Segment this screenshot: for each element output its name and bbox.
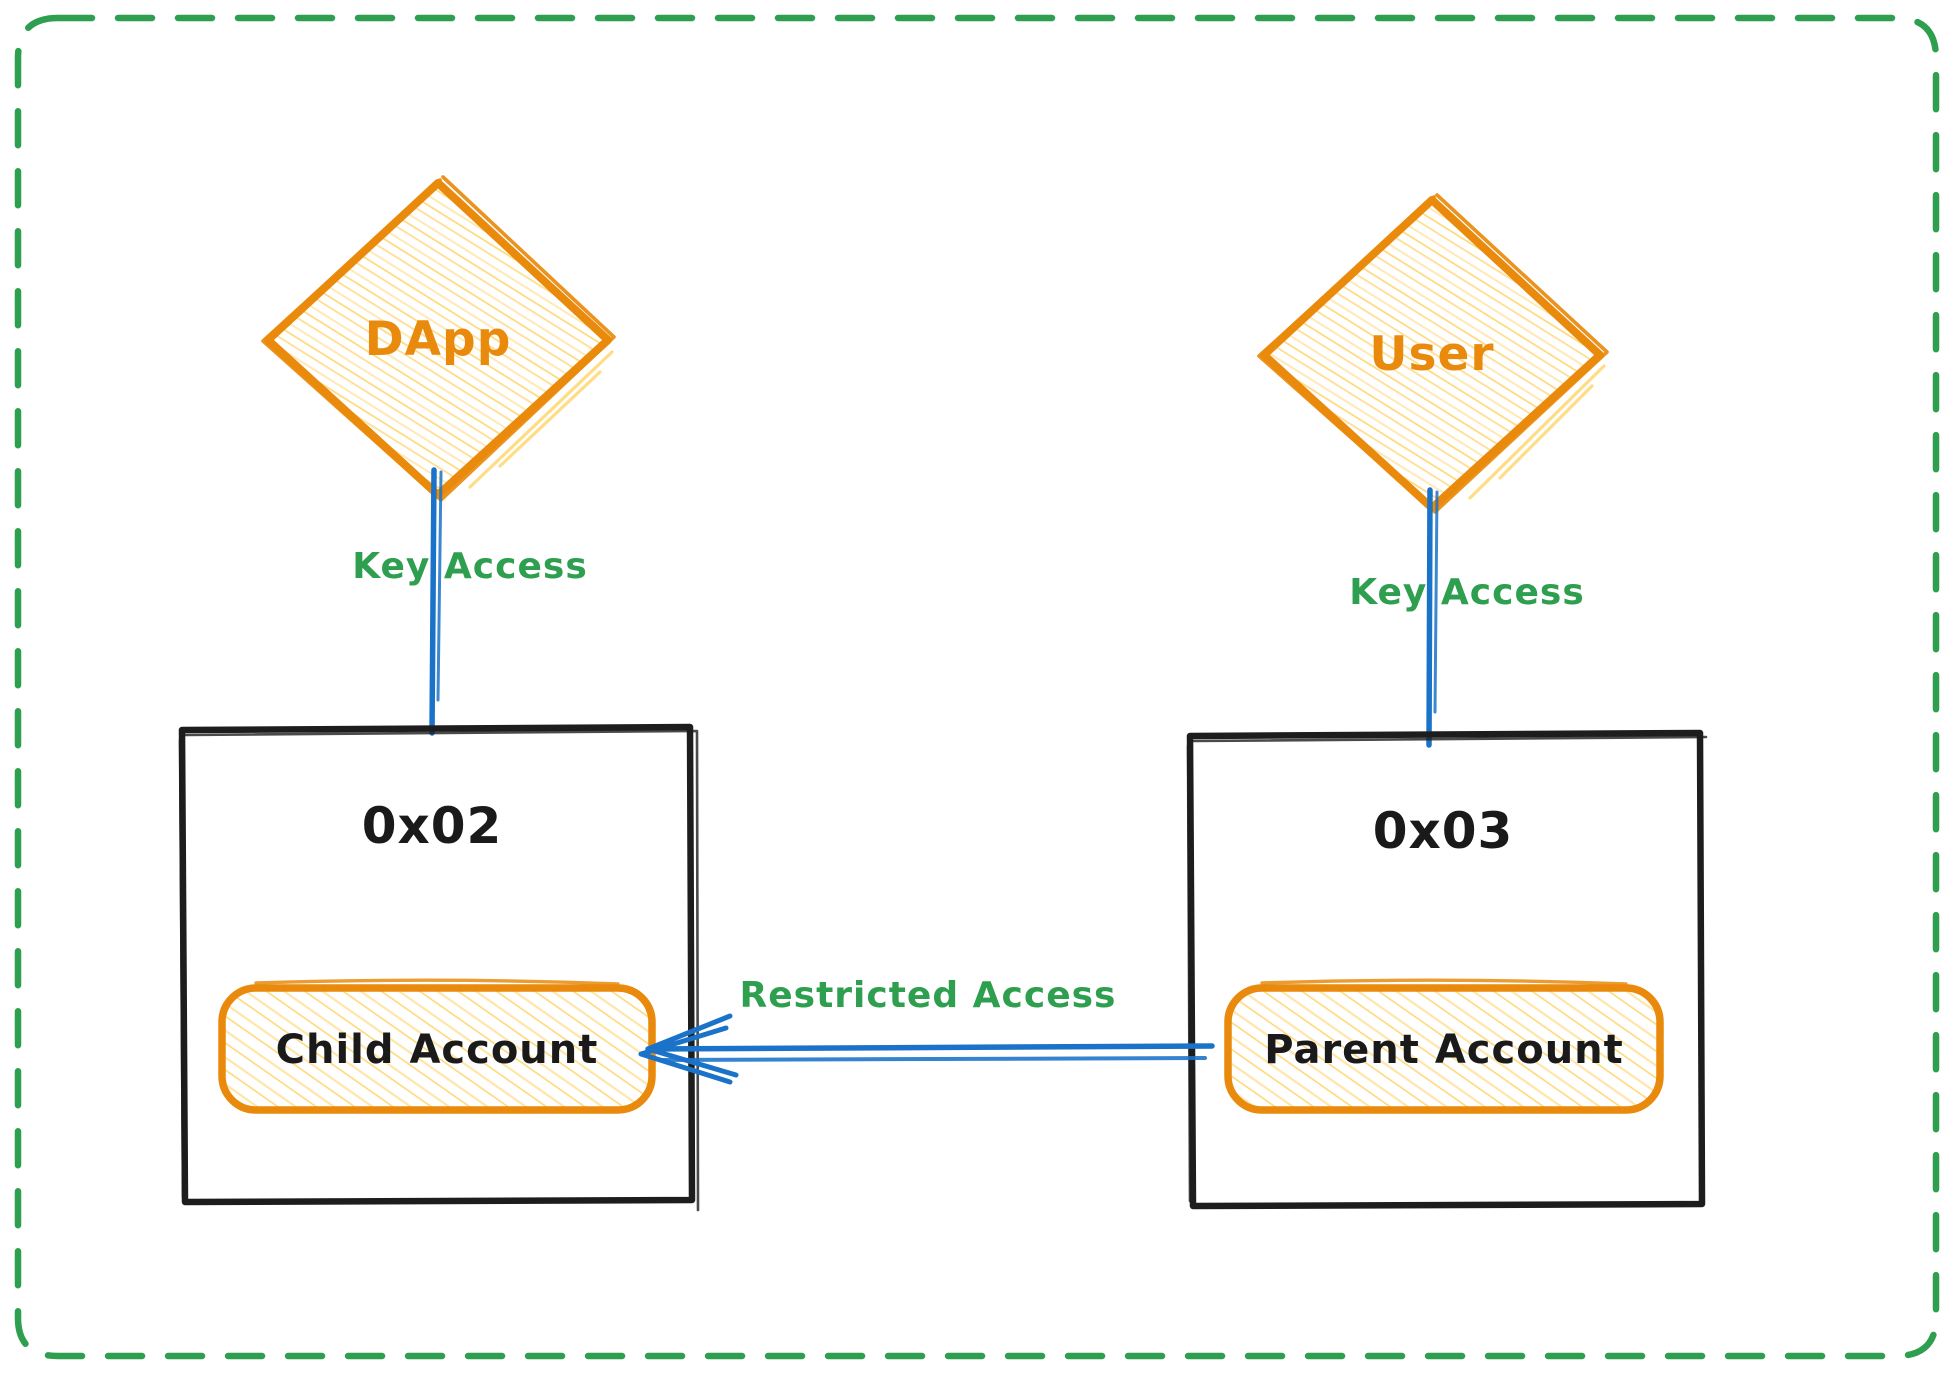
restricted-access-shaft-sketch bbox=[658, 1056, 1207, 1062]
node-child-account[interactable]: Child Account bbox=[215, 978, 660, 1120]
child-account-label: Child Account bbox=[276, 1027, 599, 1073]
node-account-0x02[interactable]: 0x02 bbox=[178, 723, 700, 1212]
child-account-outline-sketch bbox=[254, 978, 620, 986]
edge-label-restricted-access: Restricted Access bbox=[740, 975, 1117, 1016]
node-dapp[interactable]: DApp bbox=[250, 165, 630, 515]
parent-account-outline bbox=[1224, 984, 1664, 1114]
outer-dashed-boundary bbox=[14, 14, 1940, 1360]
edge-label-key-access-left: Key Access bbox=[352, 546, 588, 587]
node-account-0x03[interactable]: 0x03 bbox=[1186, 729, 1708, 1210]
restricted-access-shaft bbox=[645, 1043, 1215, 1052]
key-access-line-left-sketch bbox=[436, 470, 443, 702]
label-0x02: 0x02 bbox=[362, 797, 503, 855]
user-label: User bbox=[1369, 327, 1494, 382]
box-0x03-outline bbox=[1186, 729, 1706, 1210]
node-user[interactable]: User bbox=[1250, 185, 1620, 525]
box-0x03-outline-sketch bbox=[1186, 735, 1708, 1203]
dapp-label: DApp bbox=[365, 312, 512, 367]
node-parent-account[interactable]: Parent Account bbox=[1220, 978, 1670, 1120]
user-outline-sketch bbox=[1257, 193, 1609, 514]
edge-user-to-parent[interactable]: Key Access bbox=[1349, 487, 1585, 748]
key-access-line-right bbox=[1426, 487, 1433, 748]
edge-label-key-access-right: Key Access bbox=[1349, 572, 1585, 613]
key-access-line-right-sketch bbox=[1433, 490, 1439, 714]
child-hatch-fill bbox=[222, 988, 652, 1110]
label-0x03: 0x03 bbox=[1373, 802, 1514, 860]
dapp-sketch-tail bbox=[468, 350, 614, 489]
restricted-access-arrowhead bbox=[638, 1013, 739, 1085]
key-access-line-left bbox=[429, 467, 437, 736]
parent-hatch-fill bbox=[1228, 988, 1660, 1110]
user-sketch-tail bbox=[1468, 364, 1606, 500]
parent-account-label: Parent Account bbox=[1264, 1027, 1624, 1073]
edge-dapp-to-child[interactable]: Key Access bbox=[352, 467, 588, 736]
edge-parent-to-child[interactable]: Restricted Access bbox=[638, 975, 1215, 1085]
parent-account-outline-sketch bbox=[1260, 978, 1628, 986]
box-0x02-outline bbox=[178, 723, 696, 1206]
